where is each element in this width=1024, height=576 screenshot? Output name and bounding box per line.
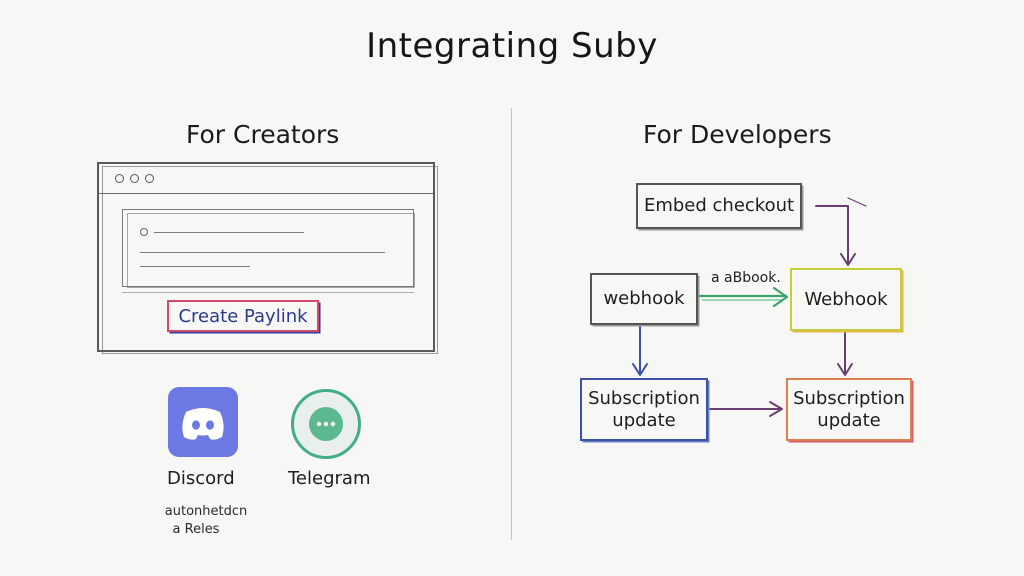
telegram-label: Telegram: [288, 468, 371, 489]
webhook-label: webhook: [603, 288, 685, 310]
subscription-left-line1: Subscription: [588, 387, 700, 409]
creators-heading: For Creators: [186, 120, 340, 149]
window-dot-icon: [145, 174, 154, 183]
subscription-update-left-node: Subscription update: [580, 378, 708, 441]
form-placeholder-line: [122, 292, 414, 293]
webhook-node: webhook: [590, 273, 698, 325]
webhook-2-label: Webhook: [804, 288, 888, 310]
webhook-2-node: Webhook: [790, 268, 902, 331]
browser-window-sketch: [97, 162, 435, 352]
subscription-left-line2: update: [612, 409, 676, 431]
form-placeholder-line: [154, 232, 304, 233]
section-divider: [511, 108, 512, 540]
browser-title-bar: [99, 193, 433, 194]
creators-note-line2: a Reles: [172, 522, 220, 537]
subscription-right-line2: update: [817, 409, 881, 431]
radio-icon: [140, 228, 148, 236]
subscription-update-right-node: Subscription update: [786, 378, 912, 441]
embed-checkout-label: Embed checkout: [643, 195, 795, 217]
form-placeholder-line: [140, 252, 385, 253]
form-panel-sketch: [122, 209, 414, 287]
browser-sketch-line: [102, 166, 438, 354]
diagram-title: Integrating Suby: [366, 26, 658, 66]
form-placeholder-line: [140, 266, 250, 267]
discord-icon: [168, 387, 238, 457]
embed-checkout-node: Embed checkout: [636, 183, 802, 229]
form-sketch-line: [127, 213, 415, 288]
edge-label: a aBbook.: [711, 270, 781, 286]
developers-heading: For Developers: [643, 120, 832, 149]
window-dot-icon: [130, 174, 139, 183]
window-dot-icon: [115, 174, 124, 183]
creators-note-line1: autonhetdcn: [164, 504, 248, 519]
discord-label: Discord: [167, 468, 235, 489]
subscription-right-line1: Subscription: [793, 387, 905, 409]
create-paylink-button[interactable]: Create Paylink: [167, 300, 319, 332]
telegram-icon: [291, 389, 361, 459]
